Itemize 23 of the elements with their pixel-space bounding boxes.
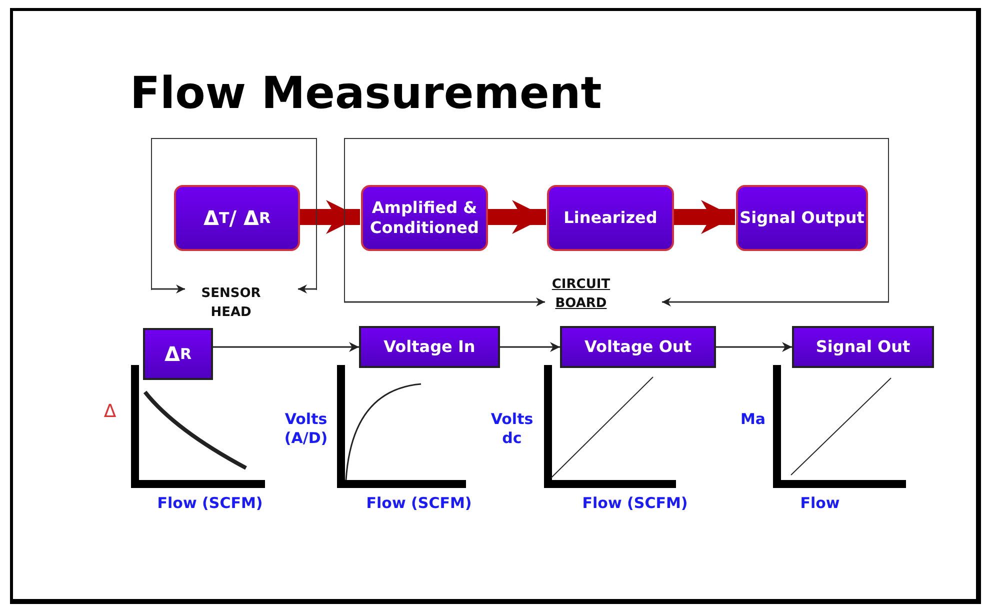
- arrow: [213, 342, 359, 352]
- arrow: [500, 342, 560, 352]
- process-box: Signal Out: [792, 326, 934, 368]
- block-arrow: [673, 200, 735, 234]
- block-arrow: [487, 200, 546, 234]
- axis-label: Volts dc: [490, 410, 534, 448]
- axis-label: Ma: [739, 410, 767, 429]
- process-box: Voltage In: [359, 326, 500, 368]
- process-box: Voltage Out: [560, 326, 716, 368]
- axis-label: Flow: [799, 494, 841, 513]
- axis-label: Flow (SCFM): [156, 494, 264, 513]
- process-box: Signal Output: [736, 185, 868, 251]
- arrow: [716, 342, 792, 352]
- symbol-label: Δ: [102, 402, 118, 421]
- axis-label: Flow (SCFM): [365, 494, 473, 513]
- title: Flow Measurement: [130, 68, 602, 119]
- block-arrow: [299, 200, 360, 234]
- axis-label: Flow (SCFM): [581, 494, 689, 513]
- group-label: SENSOR HEAD: [200, 285, 262, 322]
- process-box: Linearized: [547, 185, 674, 251]
- process-box: Amplified & Conditioned: [361, 185, 488, 251]
- axis-label: Volts (A/D): [283, 410, 329, 448]
- group-label: CIRCUIT BOARD: [550, 276, 612, 313]
